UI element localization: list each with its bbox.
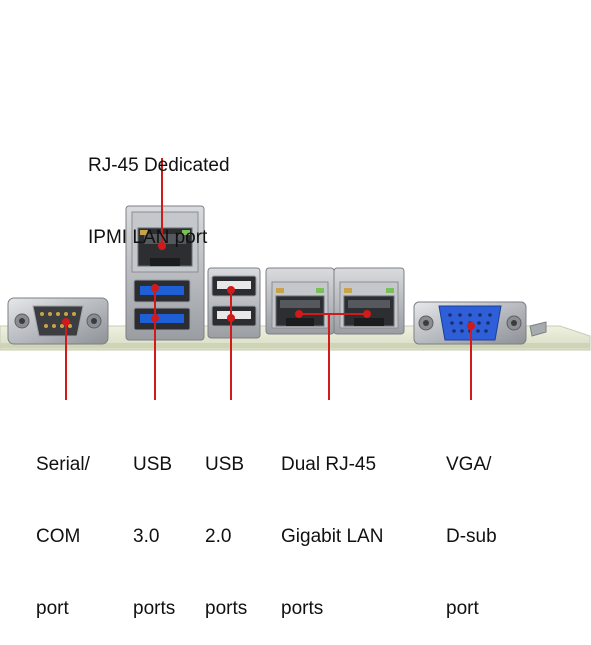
usb2-stack-icon: [207, 267, 261, 339]
label-usb3: USB 3.0 ports: [133, 405, 175, 645]
label-usb3-line2: 3.0: [133, 526, 160, 547]
label-ipmi: RJ-45 Dedicated IPMI LAN port: [88, 106, 230, 274]
label-usb2-line2: 2.0: [205, 526, 232, 547]
label-serial-line1: Serial/: [36, 454, 90, 475]
label-usb2-line3: ports: [205, 598, 248, 619]
label-lan-line2: Gigabit LAN: [281, 526, 384, 547]
board-edge-bracket: [529, 321, 547, 337]
label-lan-line3: ports: [281, 598, 324, 619]
leader-lines: [62, 158, 475, 400]
usb3-port-top-icon: [133, 279, 191, 303]
label-lan-line1: Dual RJ-45: [281, 454, 377, 475]
io-panel-diagram: [0, 158, 591, 400]
label-vga-line3: port: [446, 598, 479, 619]
ipmi-rj45-icon: [137, 227, 193, 267]
label-usb2-line1: USB: [205, 454, 245, 475]
lan-jack-right-icon: [333, 267, 405, 335]
label-vga-line1: VGA/: [446, 454, 492, 475]
ipmi-usb3-stack-icon: [125, 205, 205, 341]
lan-jack-left-icon: [265, 267, 335, 335]
label-lan: Dual RJ-45 Gigabit LAN ports: [281, 405, 383, 645]
label-serial-line2: COM: [36, 526, 81, 547]
usb3-port-bottom-icon: [133, 307, 191, 331]
label-ipmi-line1: RJ-45 Dedicated: [88, 155, 230, 176]
label-usb3-line1: USB: [133, 454, 173, 475]
label-serial: Serial/ COM port: [36, 405, 90, 645]
label-vga: VGA/ D-sub port: [446, 405, 497, 645]
serial-port-icon: [7, 297, 109, 345]
label-ipmi-line2: IPMI LAN port: [88, 227, 208, 248]
label-vga-line2: D-sub: [446, 526, 497, 547]
label-usb3-line3: ports: [133, 598, 176, 619]
usb2-port-top-icon: [211, 275, 257, 297]
label-serial-line3: port: [36, 598, 69, 619]
label-usb2: USB 2.0 ports: [205, 405, 247, 645]
